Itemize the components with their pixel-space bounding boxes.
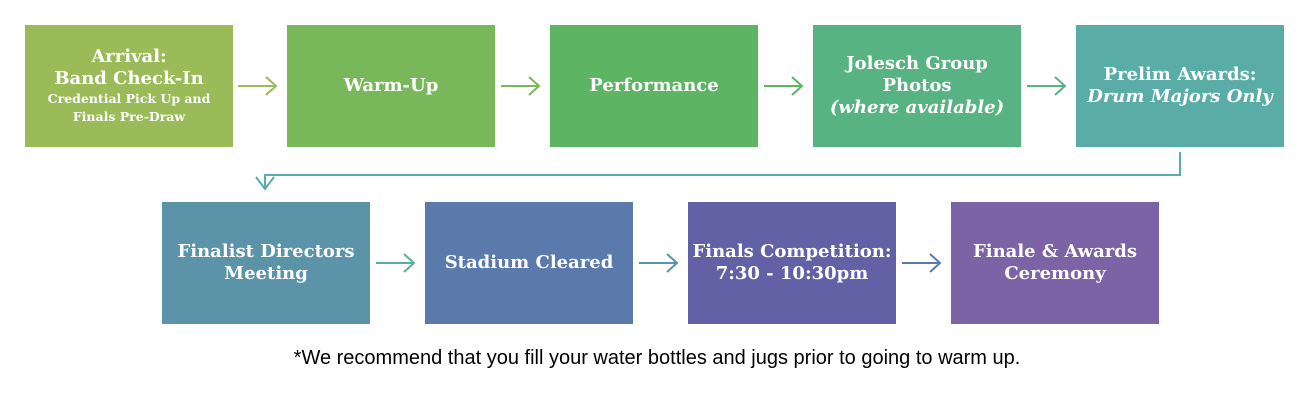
step-finalist-directors-subtitle: Meeting bbox=[224, 263, 308, 284]
step-prelim-awards-note: Drum Majors Only bbox=[1087, 86, 1273, 107]
flow-arrow-4 bbox=[1027, 76, 1067, 96]
step-finals-competition-time: 7:30 - 10:30pm bbox=[715, 263, 869, 284]
step-prelim-awards: Prelim Awards: Drum Majors Only bbox=[1076, 25, 1284, 147]
step-finale-awards-title: Finale & Awards bbox=[972, 241, 1138, 262]
flow-arrow-3 bbox=[764, 76, 804, 96]
connector-arrowhead bbox=[255, 176, 275, 191]
step-warm-up: Warm-Up bbox=[287, 25, 495, 147]
connector-line bbox=[264, 152, 1181, 188]
flow-arrow-2 bbox=[501, 76, 541, 96]
step-jolesch-photos-note: (where available) bbox=[829, 97, 1005, 118]
step-arrival: Arrival: Band Check-In Credential Pick U… bbox=[25, 25, 233, 147]
step-jolesch-photos: Jolesch Group Photos (where available) bbox=[813, 25, 1021, 147]
step-arrival-subtitle: Band Check-In bbox=[54, 68, 204, 89]
footnote: *We recommend that you fill your water b… bbox=[293, 347, 1021, 369]
step-stadium-cleared-title: Stadium Cleared bbox=[444, 252, 614, 273]
step-prelim-awards-title: Prelim Awards: bbox=[1103, 64, 1257, 85]
step-finals-competition: Finals Competition: 7:30 - 10:30pm bbox=[688, 202, 896, 324]
flow-arrow-1 bbox=[238, 76, 278, 96]
flow-arrow-7 bbox=[902, 253, 942, 273]
step-performance-title: Performance bbox=[589, 75, 719, 96]
step-jolesch-photos-subtitle: Photos bbox=[882, 75, 952, 96]
step-jolesch-photos-title: Jolesch Group bbox=[846, 53, 988, 74]
step-stadium-cleared: Stadium Cleared bbox=[425, 202, 633, 324]
step-finale-awards: Finale & Awards Ceremony bbox=[951, 202, 1159, 324]
step-arrival-title: Arrival: bbox=[91, 46, 167, 67]
step-finale-awards-subtitle: Ceremony bbox=[1004, 263, 1106, 284]
step-finalist-directors-title: Finalist Directors bbox=[177, 241, 355, 262]
flow-arrow-5 bbox=[376, 253, 416, 273]
step-finals-competition-title: Finals Competition: bbox=[692, 241, 892, 262]
step-arrival-detail-2: Finals Pre-Draw bbox=[72, 109, 186, 124]
step-performance: Performance bbox=[550, 25, 758, 147]
step-finalist-directors-meeting: Finalist Directors Meeting bbox=[162, 202, 370, 324]
step-arrival-detail-1: Credential Pick Up and bbox=[47, 91, 211, 106]
flow-arrow-6 bbox=[639, 253, 679, 273]
step-warm-up-title: Warm-Up bbox=[343, 75, 439, 96]
